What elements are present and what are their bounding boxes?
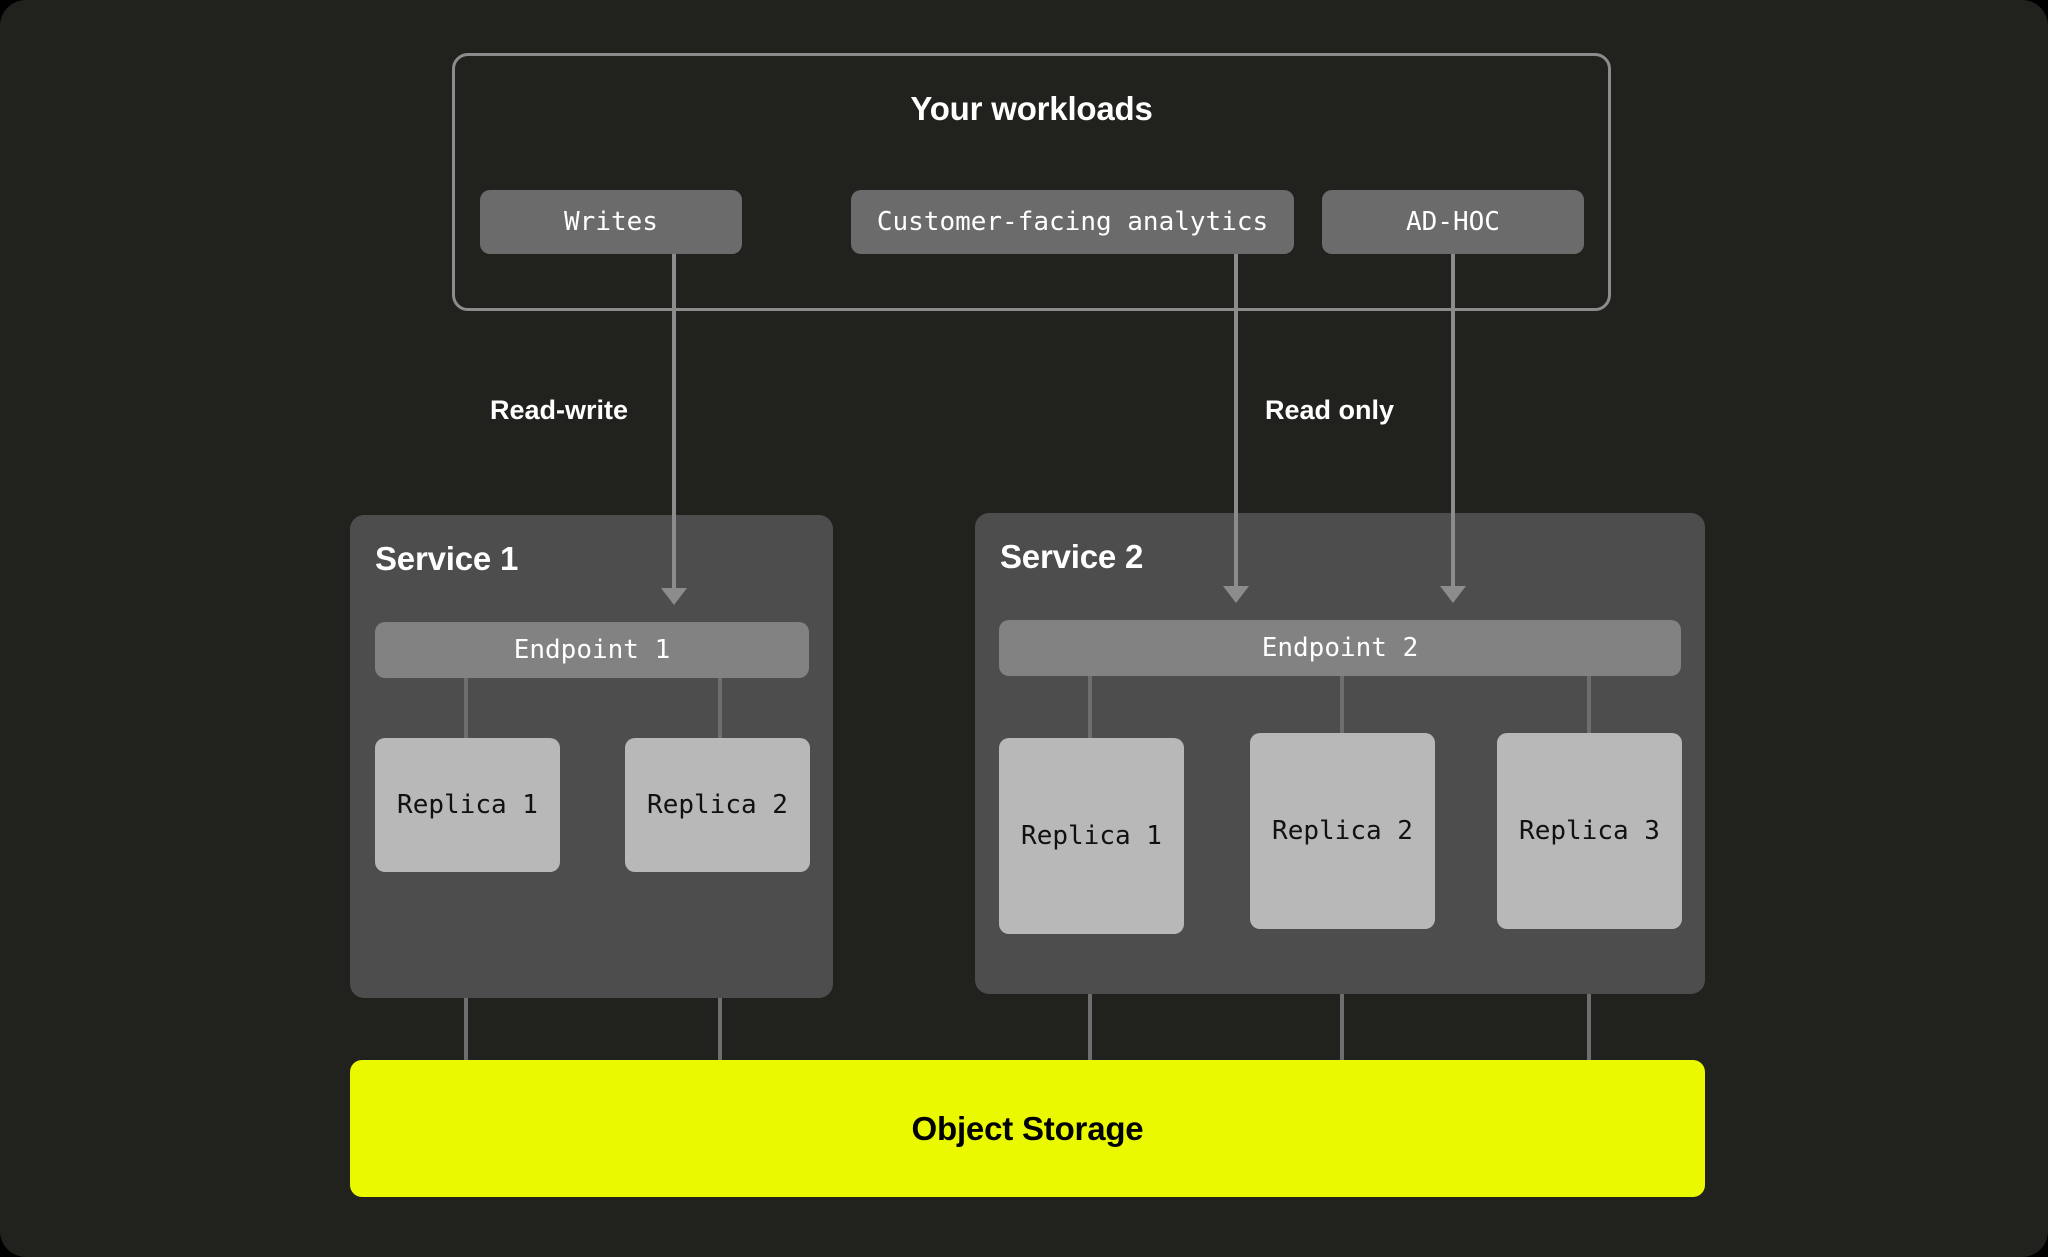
connector-service2-replica1-to-storage [1088,930,1092,1064]
service-2-title: Service 2 [1000,538,1144,575]
connector-endpoint2-to-replica1 [1088,674,1092,740]
edge-label-read-only: Read only [1265,395,1395,425]
workload-box-writes[interactable]: Writes [480,190,742,254]
service-1-title: Service 1 [375,540,519,577]
connector-service2-replica2-to-storage [1340,925,1344,1064]
workload-box-customer-facing-analytics[interactable]: Customer-facing analytics [851,190,1294,254]
arrow-head-icon-endpoint2-analytics [1223,586,1249,603]
arrow-head-icon-endpoint2-adhoc [1440,586,1466,603]
connector-writes-to-endpoint1 [672,254,676,594]
connector-endpoint2-to-replica3 [1587,674,1591,735]
edge-label-read-write: Read-write [490,395,629,425]
connector-adhoc-to-endpoint2 [1451,254,1455,592]
connector-endpoint1-to-replica2 [718,676,722,740]
endpoint-box-2[interactable]: Endpoint 2 [999,620,1681,676]
object-storage-bar[interactable]: Object Storage [350,1060,1705,1197]
connector-service2-replica3-to-storage [1587,925,1591,1064]
connector-analytics-to-endpoint2 [1234,254,1238,592]
service2-replica-3[interactable]: Replica 3 [1497,733,1682,929]
service1-replica-1[interactable]: Replica 1 [375,738,560,872]
connector-endpoint1-to-replica1 [464,676,468,740]
workloads-container [452,53,1611,311]
endpoint-box-1[interactable]: Endpoint 1 [375,622,809,678]
service2-replica-2[interactable]: Replica 2 [1250,733,1435,929]
service1-replica-2[interactable]: Replica 2 [625,738,810,872]
workload-box-ad-hoc[interactable]: AD-HOC [1322,190,1584,254]
arrow-head-icon-endpoint1 [661,588,687,605]
connector-endpoint2-to-replica2 [1340,674,1344,735]
workloads-title: Your workloads [910,90,1153,127]
service2-replica-1[interactable]: Replica 1 [999,738,1184,934]
